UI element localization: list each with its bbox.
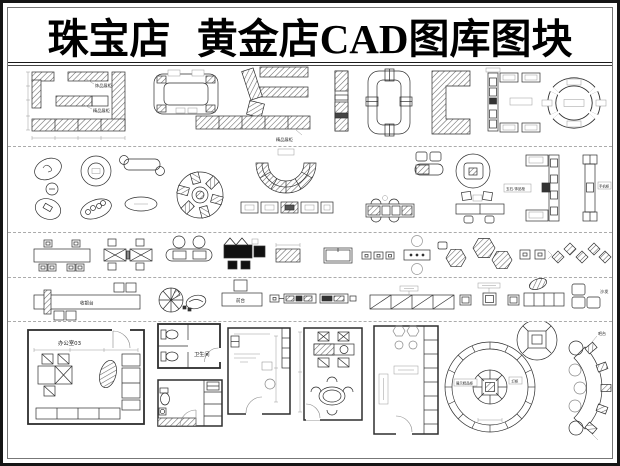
- cad-row-counter-layouts: 饰品展柜 精品展柜 精品展柜: [8, 66, 612, 147]
- cashier-counter-label: 收银台: [80, 300, 94, 307]
- bar-counter-label: 吧台: [598, 330, 606, 336]
- l-sofa-icon: 沙发: [571, 283, 609, 309]
- page-title-text: 珠宝店 黄金店CAD图库图块: [47, 16, 573, 62]
- ornament-display-label: 饰品展柜: [95, 82, 112, 89]
- e-shaped-counter-icon: [485, 67, 541, 133]
- dining-table-set-icon: [365, 195, 415, 223]
- cad-row-islands: 玉石.饰品柜 手机柜: [8, 147, 612, 233]
- furniture-drawing: [33, 235, 612, 275]
- square-pair-icon: [519, 249, 546, 260]
- racetrack-counter-ring-icon: [365, 68, 413, 137]
- cad-row-room-plans: 办公室03 卫生间: [8, 322, 612, 458]
- straight-counter-strip-icon: [334, 70, 349, 132]
- narrow-shop-plan-icon: [373, 325, 439, 435]
- light-cabinet-label: 灯柜: [512, 379, 519, 384]
- l-shaped-counter-plan-icon: 饰品展柜 精品展柜: [26, 71, 126, 140]
- small-box-trio-icon: [361, 251, 395, 260]
- circular-display-plan-icon: 展示精品柜 灯柜: [444, 341, 536, 433]
- s-shaped-counter-plan-icon: 精品展柜: [195, 66, 311, 143]
- circular-counter-cluster-icon: [541, 77, 607, 129]
- office-room-plan-icon: 办公室03: [27, 328, 145, 425]
- counter-segment-row-icon: [240, 201, 334, 214]
- restroom-label: 卫生间: [194, 350, 210, 358]
- chair-pair-bench-icon: [414, 151, 444, 176]
- cashier-counter-icon: 收银台: [33, 282, 141, 321]
- room-plans-drawing: 办公室03 卫生间: [27, 322, 612, 441]
- horseshoe-counter-icon: [255, 148, 317, 194]
- curved-bar-counter-plan-icon: 吧台: [568, 330, 612, 441]
- fan-and-sofa-blob-icon: [158, 287, 207, 313]
- cad-row-fixtures: 收银台 前台: [8, 278, 612, 322]
- u-counter-ring-icon: [153, 69, 219, 115]
- round-display-table-icon: [455, 153, 491, 189]
- black-desk-set-icon: [223, 237, 266, 270]
- restroom-plan-icon: 卫生间: [157, 323, 221, 369]
- poster-inner-frame: 珠宝店 黄金店CAD图库图块 饰品展柜: [7, 7, 613, 459]
- hatched-c-counter-icon: [431, 70, 471, 135]
- phone-cabinet-label: 手机柜: [599, 184, 610, 189]
- sofa-bench-set-icon: [523, 278, 565, 307]
- diamond-zigzag-icon: [547, 242, 612, 264]
- round-chair-desk-icon: [165, 235, 213, 262]
- islands-drawing: 玉石.饰品柜 手机柜: [34, 148, 612, 224]
- hexagon-display-icons: [437, 238, 513, 270]
- double-border-box-icon: [323, 247, 353, 264]
- bathroom-plan-icon: [157, 379, 223, 427]
- office-desk-set-icon: [455, 190, 505, 224]
- page-title: 珠宝店 黄金店CAD图库图块: [8, 8, 612, 63]
- j-shaped-cabinet-icon: 玉石.饰品柜: [503, 154, 560, 222]
- jade-ornament-cabinet-label: 玉石.饰品柜: [506, 186, 526, 191]
- radial-round-counter-icon: [176, 171, 224, 219]
- cad-block-rows: 饰品展柜 精品展柜 精品展柜: [8, 65, 612, 458]
- reception-desk-icon: 前台: [221, 279, 263, 307]
- cad-row-furniture: [8, 233, 612, 278]
- capsule-counter-icon: [119, 155, 165, 212]
- office-room-plan-2-icon: [227, 327, 291, 416]
- fixtures-drawing: 收银台 前台: [33, 278, 609, 321]
- round-bar-table-plan-icon: [516, 322, 558, 361]
- phone-cabinet-strip-icon: 手机柜: [582, 154, 612, 222]
- organic-island-blocks-icon: [34, 157, 62, 220]
- reception-desk-label: 前台: [236, 297, 245, 304]
- dot-table-round-chairs-icon: [403, 235, 431, 275]
- x-table-pair-icon: [103, 238, 153, 271]
- boutique-display-label-b: 精品展柜: [276, 136, 293, 143]
- office-03-label: 办公室03: [58, 339, 81, 347]
- diagonal-cell-counter-icon: [369, 285, 455, 310]
- display-boutique-cabinet-label: 展示精品柜: [456, 381, 474, 386]
- round-island-blocks-icon: [80, 155, 112, 220]
- section-detail-bar-icon: [269, 293, 357, 304]
- conference-table-icon: [33, 239, 91, 272]
- column-squares-icon: [459, 282, 520, 306]
- boutique-display-label-a: 精品展柜: [93, 107, 110, 114]
- counter-layouts-drawing: 饰品展柜 精品展柜 精品展柜: [26, 66, 607, 143]
- hatched-display-box-icon: [275, 243, 301, 263]
- office-room-plan-3-icon: [298, 327, 363, 421]
- sofa-label: 沙发: [600, 288, 609, 295]
